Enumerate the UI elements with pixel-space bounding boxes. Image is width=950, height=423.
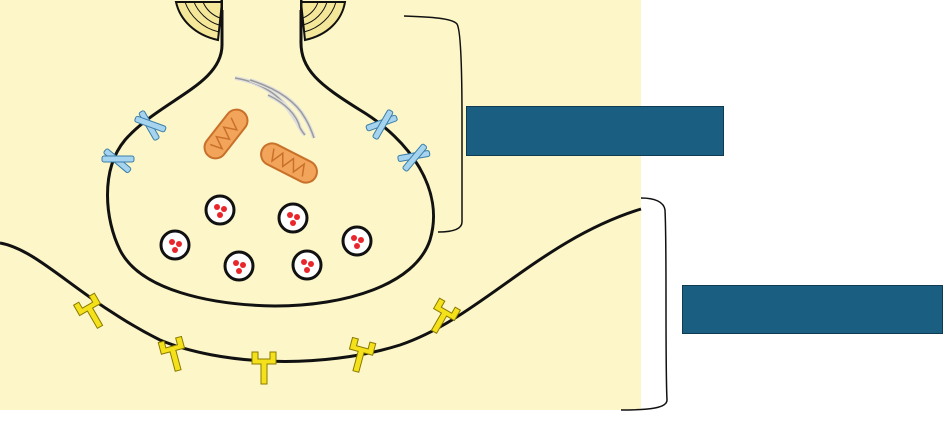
ion-channel-icon — [397, 143, 431, 172]
bracket-icon — [403, 15, 463, 233]
synaptic-vesicles — [159, 194, 373, 282]
axon-myelin-right — [299, 1, 347, 42]
receptor-icon — [251, 351, 277, 385]
receptor-icon — [72, 292, 104, 330]
synaptic-vesicle-icon — [223, 250, 255, 282]
receptor-icon — [348, 336, 377, 373]
axon-fill — [223, 0, 300, 10]
ion-channel-icon — [365, 109, 398, 140]
mitochondrion-icon — [203, 108, 249, 160]
postsynaptic-label-box — [682, 285, 943, 334]
bracket-icon — [620, 197, 668, 411]
synaptic-vesicle-icon — [204, 194, 236, 226]
ion-channel-icon — [101, 148, 135, 174]
axon-myelin-left — [174, 1, 224, 42]
ion-channel-icon — [134, 110, 167, 141]
synaptic-vesicle-icon — [291, 249, 323, 281]
synaptic-vesicle-icon — [277, 202, 309, 234]
receptors — [72, 292, 462, 385]
postsynaptic-membrane — [0, 207, 642, 363]
receptor-icon — [430, 297, 462, 335]
ion-channels — [101, 109, 431, 174]
synaptic-vesicle-icon — [159, 229, 191, 261]
receptor-icon — [157, 335, 186, 372]
synaptic-vesicle-icon — [341, 225, 373, 257]
presynaptic-label-box — [466, 106, 724, 156]
mitochondrion-icon — [260, 142, 318, 184]
microtubules — [234, 76, 316, 139]
